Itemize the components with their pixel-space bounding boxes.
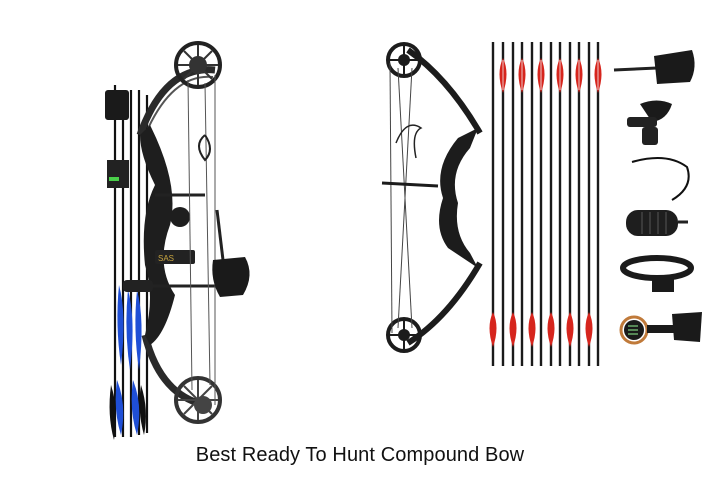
product-image: SAS bbox=[95, 35, 707, 440]
release-aid-icon bbox=[613, 50, 695, 84]
compound-bow-image bbox=[378, 38, 488, 368]
compound-bow-kit-image: SAS bbox=[95, 35, 265, 440]
svg-text:SAS: SAS bbox=[158, 254, 174, 263]
image-caption: Best Ready To Hunt Compound Bow bbox=[195, 444, 525, 466]
arrow-set-image bbox=[488, 40, 608, 368]
accessories-image bbox=[612, 42, 707, 352]
